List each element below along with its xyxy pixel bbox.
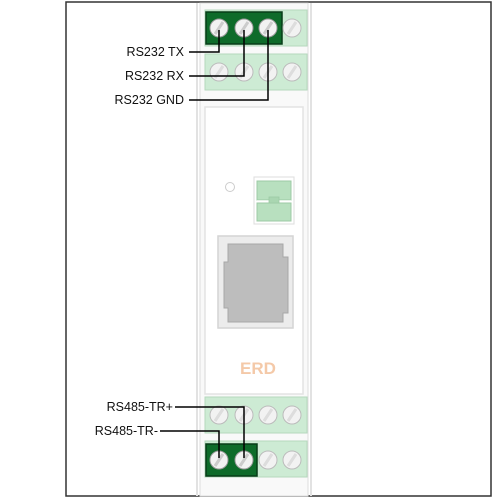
screw-terminal-icon [209, 405, 229, 425]
screw-terminal-icon [282, 18, 302, 38]
label-rs232-rx: RS232 RX [125, 69, 185, 83]
label-rs232-gnd: RS232 GND [115, 93, 184, 107]
screw-terminal-icon [209, 62, 229, 82]
label-rs485-tr-minus: RS485-TR- [95, 424, 158, 438]
leader-line-rs232-tx [189, 30, 220, 53]
leader-line-rs485-tr-plus [175, 406, 245, 458]
screw-terminal-icon [209, 18, 229, 38]
screw-terminal-icon [282, 62, 302, 82]
label-rs232-tx: RS232 TX [127, 45, 185, 59]
leader-line-rs485-tr-minus [160, 430, 220, 458]
leader-line-rs232-gnd [189, 30, 269, 101]
screw-terminal-icon [282, 405, 302, 425]
label-rs485-tr-plus: RS485-TR+ [107, 400, 173, 414]
led-indicator-icon [225, 182, 235, 192]
brand-logo: ERD [240, 359, 276, 378]
leader-line-rs232-rx [189, 30, 245, 77]
screw-terminal-icon [258, 18, 278, 38]
rj-port-icon [217, 235, 294, 329]
dip-switch-icon [253, 176, 295, 225]
screw-terminal-icon [282, 450, 302, 470]
screw-terminal-icon [258, 450, 278, 470]
screw-terminal-icon [258, 405, 278, 425]
